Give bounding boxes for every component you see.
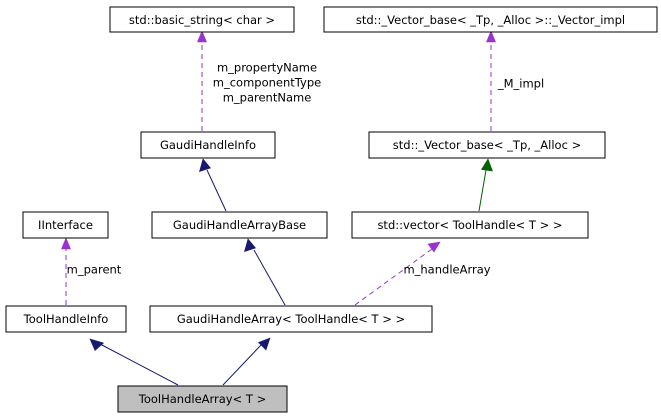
inheritance-edge-line bbox=[206, 169, 227, 212]
edge-gaudihandlearray-to-stdvector bbox=[354, 241, 441, 306]
node-box-rect[interactable] bbox=[109, 6, 295, 33]
node-label-text: std::basic_string< char > bbox=[129, 13, 275, 27]
node-label-text: std::vector< ToolHandle< T > > bbox=[377, 218, 562, 232]
edge-label-m-component-type: m_componentType bbox=[213, 76, 321, 90]
node-label-text: ToolHandleArray< T > bbox=[138, 392, 266, 406]
node-gaudihandleinfo[interactable]: GaudiHandleInfo bbox=[140, 131, 276, 159]
inheritance-arrowhead bbox=[257, 337, 271, 351]
node-std-basic-string[interactable]: std::basic_string< char > bbox=[109, 6, 295, 33]
inheritance-arrowhead bbox=[199, 158, 212, 172]
edge-label-m-parent-name: m_parentName bbox=[223, 91, 312, 105]
edge-vectorbase-to-vectorimpl bbox=[486, 30, 496, 131]
node-gaudihandlearraybase[interactable]: GaudiHandleArrayBase bbox=[151, 211, 328, 239]
node-label-text: std::_Vector_base< _Tp, _Alloc >::_Vecto… bbox=[356, 13, 625, 27]
edge-toolhandlearray-to-gaudihandlearray bbox=[222, 337, 271, 386]
node-box-rect[interactable] bbox=[140, 131, 276, 159]
node-label-text: std::_Vector_base< _Tp, _Alloc > bbox=[393, 138, 581, 152]
usage-edge-line bbox=[354, 248, 433, 306]
node-label-text: ToolHandleInfo bbox=[23, 312, 109, 326]
node-std-vector-base[interactable]: std::_Vector_base< _Tp, _Alloc > bbox=[368, 131, 606, 159]
inheritance-edge-line bbox=[253, 249, 286, 306]
inheritance-arrowhead-green bbox=[481, 158, 493, 172]
edge-label-m-parent: m_parent bbox=[67, 263, 122, 277]
node-box-rect[interactable] bbox=[351, 211, 589, 239]
node-label-text: IInterface bbox=[38, 218, 93, 232]
node-label-text: GaudiHandleArrayBase bbox=[173, 218, 306, 232]
inheritance-edge-line-green bbox=[478, 169, 487, 212]
usage-arrowhead bbox=[197, 30, 207, 43]
edge-gaudihandleinfo-to-basicstring bbox=[197, 30, 207, 131]
usage-arrowhead bbox=[427, 241, 441, 253]
inheritance-edge-line bbox=[99, 343, 179, 386]
node-gaudihandlearray-toolhandle[interactable]: GaudiHandleArray< ToolHandle< T > > bbox=[149, 305, 433, 333]
edge-label-m-handle-array: m_handleArray bbox=[403, 263, 490, 277]
node-box-rect[interactable] bbox=[149, 305, 433, 333]
node-label-text: GaudiHandleArray< ToolHandle< T > > bbox=[177, 312, 405, 326]
node-toolhandlearray-t[interactable]: ToolHandleArray< T > bbox=[117, 385, 288, 413]
node-label-text: GaudiHandleInfo bbox=[160, 138, 256, 152]
node-std-vector-base-vector-impl[interactable]: std::_Vector_base< _Tp, _Alloc >::_Vecto… bbox=[323, 6, 658, 33]
node-box-rect[interactable] bbox=[323, 6, 658, 33]
edge-gaudihandlearraytoolhandle-to-gaudihandlearraybase bbox=[244, 238, 286, 306]
node-toolhandleinfo[interactable]: ToolHandleInfo bbox=[5, 305, 127, 333]
usage-arrowhead bbox=[486, 30, 496, 43]
inheritance-arrowhead bbox=[89, 338, 105, 351]
node-box-rect[interactable] bbox=[368, 131, 606, 159]
edge-toolhandleinfo-to-iinterface bbox=[61, 237, 71, 305]
edge-label-m-impl: _M_impl bbox=[497, 77, 544, 91]
node-box-rect[interactable] bbox=[22, 211, 109, 239]
usage-arrowhead bbox=[61, 237, 71, 250]
node-box-rect-highlighted[interactable] bbox=[117, 385, 288, 413]
node-box-rect[interactable] bbox=[5, 305, 127, 333]
edge-gaudihandlearraybase-to-gaudihandleinfo bbox=[199, 158, 227, 212]
edge-label-m-property-name: m_propertyName bbox=[217, 61, 317, 75]
node-box-rect[interactable] bbox=[151, 211, 328, 239]
node-std-vector-toolhandle[interactable]: std::vector< ToolHandle< T > > bbox=[351, 211, 589, 239]
edge-toolhandlearray-to-toolhandleinfo bbox=[89, 338, 179, 386]
edge-stdvector-to-vectorbase bbox=[478, 158, 493, 212]
inheritance-edge-line bbox=[222, 343, 263, 386]
inheritance-arrowhead bbox=[244, 238, 257, 252]
node-iinterface[interactable]: IInterface bbox=[22, 211, 109, 239]
